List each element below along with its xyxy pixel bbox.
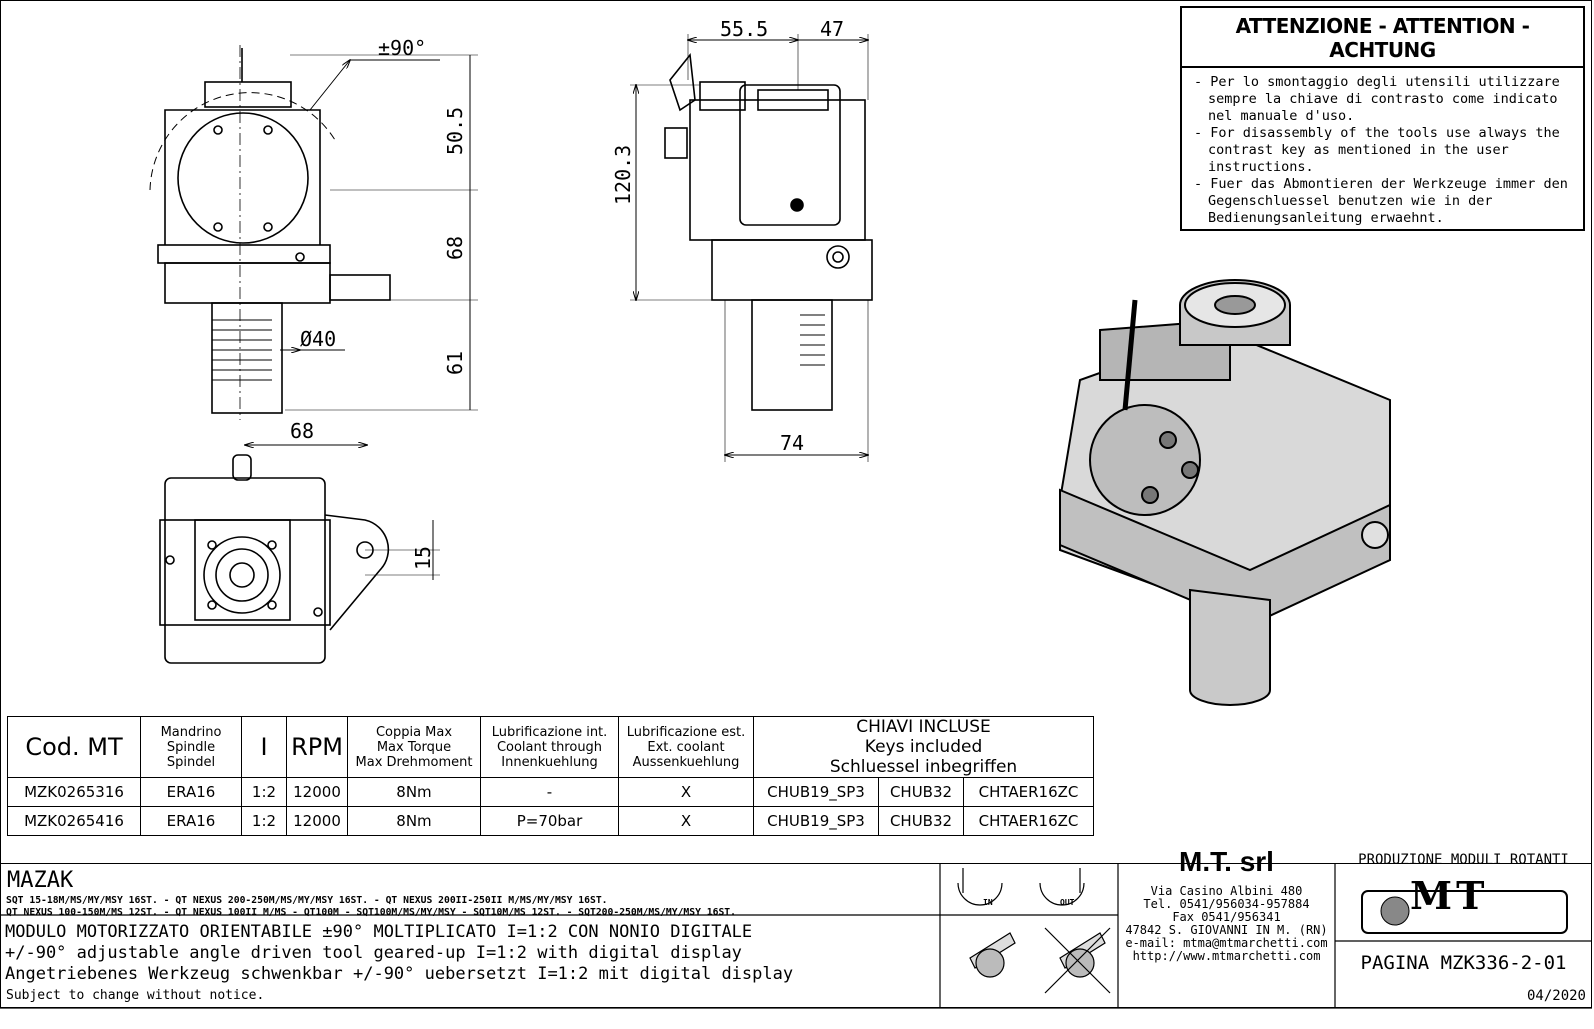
cell-key2: CHUB32: [878, 777, 964, 807]
machine-name: MAZAK: [7, 868, 74, 893]
cell-torque: 8Nm: [347, 806, 481, 836]
header-code: Cod. MT: [7, 716, 141, 778]
cell-rpm: 12000: [286, 806, 348, 836]
isometric-render: [1059, 279, 1391, 706]
warning-item-it: - Per lo smontaggio degli utensili utili…: [1194, 74, 1560, 124]
dimension-68: 68: [443, 236, 467, 260]
cell-key1: CHUB19_SP3: [753, 806, 879, 836]
footer-notice: Subject to change without notice.: [6, 988, 265, 1003]
models-line-2: QT NEXUS 100-150M/MS 12ST. - QT NEXUS 10…: [6, 907, 737, 918]
company-address: Via Casino Albini 480 Tel. 0541/956034-9…: [1125, 884, 1328, 963]
models-line-1: SQT 15-18M/MS/MY/MSY 16ST. - QT NEXUS 20…: [6, 895, 608, 906]
logo-box: [1361, 890, 1568, 934]
cell-key3: CHTAER16ZC: [963, 777, 1094, 807]
dimension-47: 47: [820, 17, 844, 41]
side-view-dimensions: [630, 34, 868, 462]
cell-coolant-ext: X: [618, 806, 754, 836]
warning-title: ATTENZIONE - ATTENTION - ACHTUNG: [1182, 8, 1583, 68]
header-rpm: RPM: [286, 716, 348, 778]
rotation-out-label: OUT: [1060, 898, 1075, 907]
dimension-74: 74: [780, 431, 804, 455]
cell-key2: CHUB32: [878, 806, 964, 836]
header-ratio: I: [241, 716, 287, 778]
warning-box: ATTENZIONE - ATTENTION - ACHTUNG - Per l…: [1180, 6, 1585, 231]
description-italian: MODULO MOTORIZZATO ORIENTABILE ±90° MOLT…: [5, 922, 753, 942]
warning-item-de: - Fuer das Abmontieren der Werkzeuge imm…: [1194, 176, 1568, 226]
rotation-in-label: IN: [983, 898, 993, 907]
company-name: M.T. srl: [1179, 846, 1274, 877]
cell-key3: CHTAER16ZC: [963, 806, 1094, 836]
cell-code: MZK0265416: [7, 806, 141, 836]
title-block: [0, 863, 1592, 1009]
technical-drawings: ±90° 50.5 68 61 Ø40 55.5 47 120.3 74: [149, 17, 1391, 706]
front-view-dimensions: [280, 54, 478, 411]
dimension-50-5: 50.5: [443, 107, 467, 155]
footer-date: 04/2020: [1526, 988, 1586, 1004]
cell-code: MZK0265316: [7, 777, 141, 807]
table-row: MZK0265316 ERA16 1:2 12000 8Nm - X CHUB1…: [7, 777, 1094, 807]
warning-item-en: - For disassembly of the tools use alway…: [1194, 125, 1560, 175]
cell-key1: CHUB19_SP3: [753, 777, 879, 807]
cell-spindle: ERA16: [140, 806, 242, 836]
description-english: +/-90° adjustable angle driven tool gear…: [5, 943, 742, 963]
table-row: MZK0265416 ERA16 1:2 12000 8Nm P=70bar X…: [7, 806, 1094, 836]
cell-coolant-int: -: [480, 777, 619, 807]
cell-rpm: 12000: [286, 777, 348, 807]
page-number: PAGINA MZK336-2-01: [1360, 952, 1567, 974]
cell-coolant-ext: X: [618, 777, 754, 807]
description-german: Angetriebenes Werkzeug schwenkbar +/-90°…: [5, 964, 794, 984]
cell-spindle: ERA16: [140, 777, 242, 807]
cell-ratio: 1:2: [241, 806, 287, 836]
cell-torque: 8Nm: [347, 777, 481, 807]
dimension-55-5: 55.5: [720, 17, 768, 41]
side-view: [664, 52, 873, 411]
warning-list: - Per lo smontaggio degli utensili utili…: [1190, 74, 1575, 227]
angle-label: ±90°: [378, 36, 426, 60]
rotation-icons: [957, 868, 1111, 994]
mt-logo: MT: [1410, 873, 1489, 918]
diameter-label: Ø40: [300, 327, 336, 351]
dimension-61: 61: [443, 351, 467, 375]
production-label: PRODUZIONE MODULI ROTANTI: [1358, 852, 1569, 868]
bottom-view: [159, 445, 440, 664]
cell-coolant-int: P=70bar: [480, 806, 619, 836]
dimension-120-3: 120.3: [611, 145, 635, 205]
dimension-68-bottom: 68: [290, 419, 314, 443]
dimension-15: 15: [411, 546, 435, 570]
cell-ratio: 1:2: [241, 777, 287, 807]
title-block-grid: [0, 863, 1592, 1009]
front-view: [149, 45, 391, 420]
